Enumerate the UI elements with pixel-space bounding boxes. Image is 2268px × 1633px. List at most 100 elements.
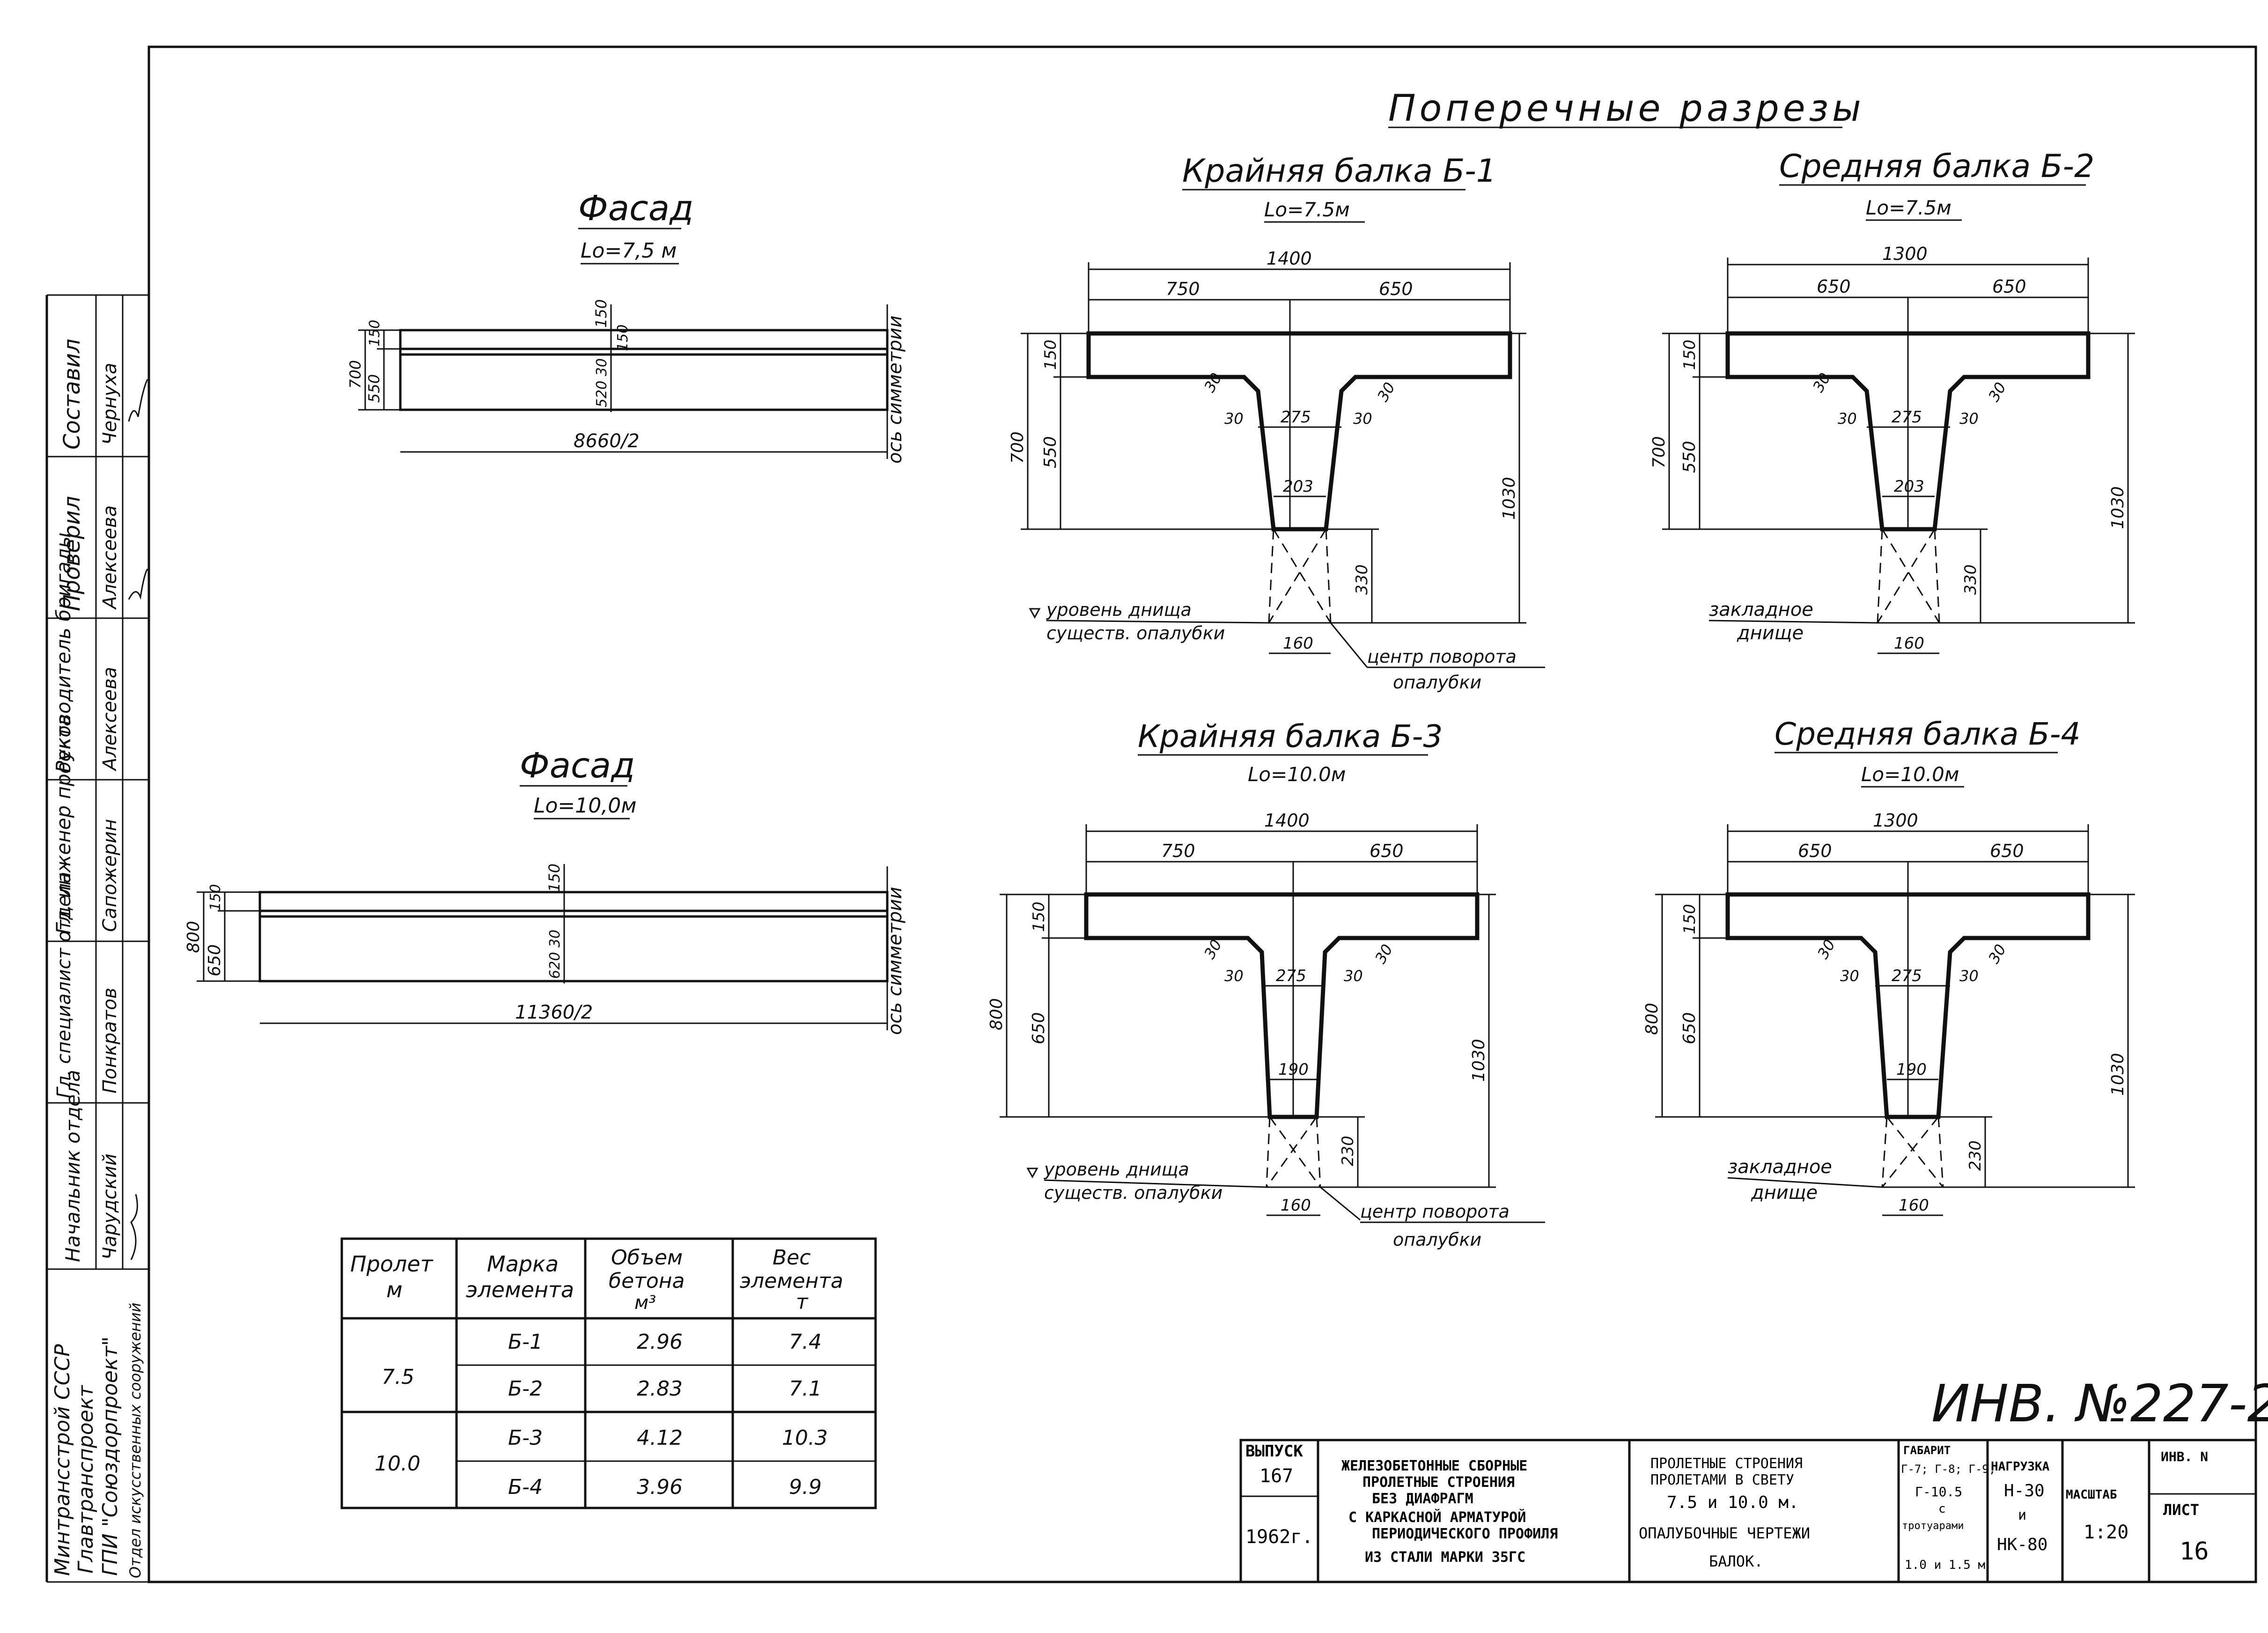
- b1-note-l1: уровень днища: [1046, 599, 1192, 620]
- b4-note-l1: закладное: [1728, 1156, 1832, 1178]
- table-row-1-mark: Б-1: [508, 1330, 543, 1354]
- b1-title: Крайняя балка Б-1: [1182, 153, 1496, 190]
- b2-span: Lo=7.5м: [1866, 196, 1951, 219]
- b2-w-total: 1300: [1882, 244, 1928, 264]
- tb-inv-label: ИНВ. N: [2161, 1449, 2208, 1464]
- th-span: Пролет: [350, 1251, 434, 1277]
- table-row-1-weight: 7.4: [789, 1330, 822, 1354]
- stamp-role-2: Проверил: [59, 496, 85, 611]
- tb-desc-2: ПРОЛЕТНЫЕ СТРОЕНИЯ: [1362, 1474, 1515, 1491]
- tb-sub-5: БАЛОК.: [1709, 1552, 1763, 1570]
- stamp-org-3: ГПИ "Союздорпроект": [98, 1337, 122, 1576]
- side-stamp: Составил Проверил Руководитель бригады Г…: [45, 294, 150, 1583]
- b1-h-total: 700: [1008, 431, 1027, 464]
- sheet-frame: [147, 45, 2257, 1583]
- facade-1-top150: 150: [592, 299, 610, 328]
- tb-load-label: НАГРУЗКА: [1991, 1460, 2050, 1474]
- tb-load-3: НК-80: [1997, 1535, 2047, 1554]
- facade-2-axis: ось симметрии: [884, 887, 906, 1035]
- stamp-role-4: Гл. инженер проекта: [52, 714, 75, 934]
- b2-title: Средняя балка Б-2: [1779, 148, 2094, 185]
- b3-chamfer-l: 30: [1200, 937, 1225, 962]
- b3-note-r1: центр поворота: [1360, 1201, 1510, 1222]
- elements-table: Пролет м Марка элемента Объем бетона м³ …: [340, 1237, 877, 1509]
- facade-1-web: 550: [365, 374, 383, 403]
- table-row-2-mark: Б-2: [508, 1377, 543, 1401]
- facade-2: Фасад Lo=10,0м 800 650 150 150 620 30 11…: [184, 746, 906, 1035]
- b4-chamfer-l2: 30: [1840, 967, 1859, 985]
- b4-chamfer-l: 30: [1814, 937, 1839, 962]
- b4-chamfer-r: 30: [1959, 967, 1979, 985]
- b2-note-l1: закладное: [1709, 599, 1813, 621]
- b1-w-total: 1400: [1267, 248, 1312, 269]
- b1-chamfer-l2: 30: [1224, 410, 1244, 428]
- table-row-3-volume: 4.12: [637, 1426, 683, 1450]
- tb-gabarit-2: Г-10.5: [1915, 1484, 1962, 1500]
- b3-h-total: 800: [987, 998, 1006, 1030]
- facade-1-span: Lo=7,5 м: [581, 239, 677, 263]
- b1-w-left: 750: [1166, 279, 1200, 299]
- th-weight-2: элемента: [740, 1269, 843, 1293]
- b1-h-below: 330: [1353, 564, 1371, 595]
- tb-year: 1962г.: [1245, 1526, 1313, 1548]
- title-block: ВЫПУСК 167 1962г. ЖЕЛЕЗОБЕТОННЫЕ СБОРНЫЕ…: [1239, 1439, 2257, 1583]
- b4-flange: 150: [1680, 904, 1699, 934]
- facade-2-mid: 620 30: [547, 930, 563, 979]
- tb-gabarit-label: ГАБАРИТ: [1903, 1444, 1951, 1457]
- b4-w-right: 650: [1990, 841, 2024, 861]
- b2-w-right: 650: [1992, 276, 2026, 297]
- table-row-2-volume: 2.83: [637, 1377, 683, 1401]
- b3-h-full: 1030: [1469, 1039, 1488, 1082]
- b3-w-right: 650: [1370, 841, 1404, 861]
- b3-note-r2: опалубки: [1393, 1229, 1481, 1250]
- b3-h-web: 650: [1029, 1012, 1048, 1044]
- th-mark: Марка: [487, 1251, 559, 1277]
- table-row-4-weight: 9.9: [789, 1475, 822, 1499]
- facade-2-flange: 150: [207, 884, 224, 911]
- facade-2-title: Фасад: [520, 746, 635, 786]
- b1-note-l2: существ. опалубки: [1046, 623, 1225, 643]
- th-span-unit: м: [386, 1277, 403, 1302]
- table-row-4-volume: 3.96: [637, 1475, 683, 1499]
- tb-sub-4: ОПАЛУБОЧНЫЕ ЧЕРТЕЖИ: [1639, 1524, 1810, 1542]
- stamp-name-4: Сапожерин: [99, 819, 121, 932]
- facade-1-title: Фасад: [578, 188, 693, 229]
- section-b4: Средняя балка Б-4 Lo=10.0м 1300 650 650 …: [1642, 716, 2135, 1216]
- tb-gabarit-5: 1.0 и 1.5 м: [1905, 1558, 1985, 1572]
- b3-chamfer-l2: 30: [1224, 967, 1244, 985]
- b3-web-bottom: 190: [1278, 1060, 1309, 1079]
- table-row-4-mark: Б-4: [508, 1475, 543, 1499]
- b3-note-l2: существ. опалубки: [1044, 1182, 1222, 1203]
- b4-title: Средняя балка Б-4: [1775, 716, 2080, 752]
- b1-bottom-w: 160: [1283, 634, 1313, 653]
- tb-desc-1: ЖЕЛЕЗОБЕТОННЫЕ СБОРНЫЕ: [1341, 1458, 1527, 1474]
- facade-1: Фасад Lo=7,5 м 700 550 150 150 520 30 15…: [346, 188, 906, 464]
- stamp-name-5: Понкратов: [99, 988, 121, 1094]
- b1-note-r2: опалубки: [1393, 672, 1481, 693]
- b2-flange: 150: [1680, 340, 1699, 370]
- b2-h-full: 1030: [2108, 486, 2128, 529]
- tb-sheet-value: 16: [2180, 1537, 2209, 1566]
- th-volume-unit: м³: [634, 1292, 656, 1314]
- b1-h-full: 1030: [1500, 477, 1519, 520]
- stamp-name-1: Чернуха: [99, 363, 121, 445]
- b1-chamfer-r2: 30: [1374, 379, 1399, 405]
- tb-desc-3: БЕЗ ДИАФРАГМ: [1372, 1491, 1473, 1507]
- b2-web-top: 275: [1892, 408, 1922, 427]
- b4-web-bottom: 190: [1896, 1060, 1927, 1079]
- facade-1-height: 700: [346, 360, 364, 389]
- tb-issue-label: ВЫПУСК: [1245, 1442, 1303, 1461]
- facade-2-height: 800: [184, 921, 203, 953]
- inventory-number: ИНВ. №227-21: [1931, 1374, 2268, 1433]
- b1-web-top: 275: [1281, 408, 1311, 427]
- tb-issue-value: 167: [1259, 1465, 1293, 1487]
- b2-chamfer-r: 30: [1959, 410, 1979, 428]
- b2-h-web: 550: [1680, 441, 1699, 473]
- th-volume-2: бетона: [609, 1269, 685, 1293]
- b1-h-web: 550: [1041, 436, 1060, 468]
- signature: [130, 1194, 138, 1260]
- table-row-1-span: 7.5: [382, 1365, 414, 1389]
- facade-1-axis: ось симметрии: [884, 316, 906, 464]
- facade-1-length: 8660/2: [574, 430, 640, 452]
- b2-web-bottom: 203: [1894, 477, 1924, 496]
